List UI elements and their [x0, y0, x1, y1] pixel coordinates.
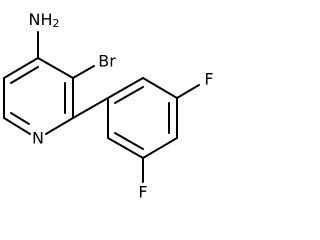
atom-labels: NH2 Br N F F [29, 10, 214, 202]
amine-label: NH2 [29, 10, 60, 31]
fluorine-top-label: F [204, 70, 213, 89]
molecule-drawing: NH2 Br N F F [3, 10, 214, 202]
bond-c1p-c2p-inner [114, 86, 144, 104]
bond-n1-c6 [3, 117, 31, 135]
fluorine-bonds [142, 84, 200, 183]
bond-c2-aryl [72, 97, 109, 119]
substituent-bonds [37, 31, 109, 119]
bond-c5-c4-inner [10, 66, 39, 84]
bond-c2p-c3p [142, 77, 178, 99]
bromine-label: Br [98, 52, 116, 71]
ring-nitrogen-label: N [32, 129, 44, 148]
bond-c5-c4 [3, 57, 39, 79]
bond-c3p-f [176, 84, 200, 99]
bond-c4p-c5p [142, 137, 178, 159]
bond-c4-c3 [37, 57, 74, 79]
fluorine-bottom-label: F [138, 183, 147, 202]
bond-c3-br [72, 65, 95, 79]
bond-c5p-c6p-inner [114, 132, 144, 150]
pyridine-ring [3, 57, 74, 135]
bond-c2-n1 [45, 117, 74, 135]
bond-n1-c6-inner [10, 112, 30, 125]
structure-diagram: NH2 Br N F F [3, 10, 214, 202]
phenyl-ring [107, 77, 178, 159]
bond-c5p-c6p [107, 137, 144, 159]
bond-c1p-c2p [107, 77, 144, 99]
